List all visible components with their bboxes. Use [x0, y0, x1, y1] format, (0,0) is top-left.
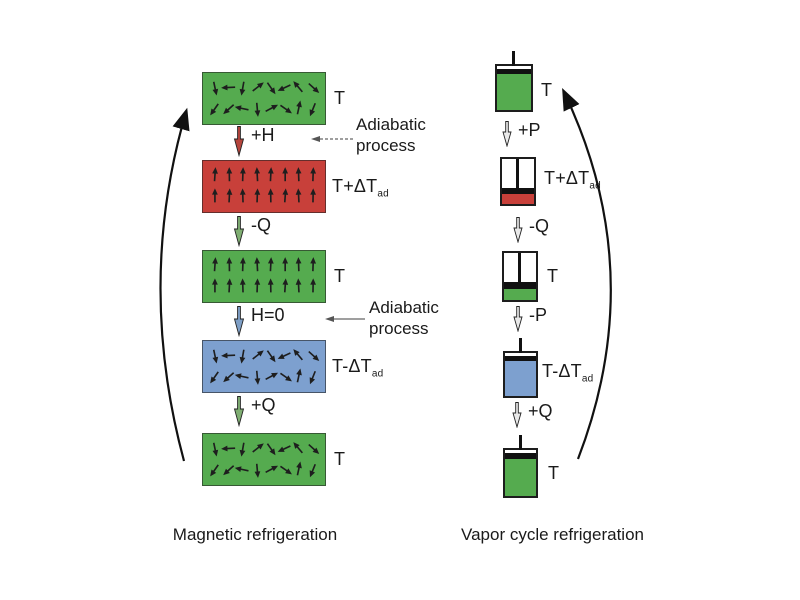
process-step-Q-minus: -Q — [232, 215, 271, 247]
stage-temp-label: T+ΔTad — [332, 176, 389, 200]
down-arrow-icon — [233, 216, 245, 247]
piston-plate-icon — [505, 356, 536, 361]
vapor-cylinder-4 — [503, 338, 538, 398]
piston-plate-icon — [504, 282, 536, 289]
process-step-Q-plus: +Q — [511, 401, 553, 428]
process-step-label: -Q — [529, 216, 549, 236]
piston-rod-icon — [518, 253, 521, 283]
down-arrow-icon — [233, 306, 245, 337]
adiabatic-annotation-1: Adiabatic process — [356, 115, 426, 155]
stage-temp-label: T — [334, 88, 346, 108]
spin-arrows-icon — [210, 349, 320, 385]
piston-rod-icon — [512, 51, 515, 66]
cycle-arrow-right-icon — [562, 88, 612, 460]
stage-temp-label: T-ΔTad — [542, 361, 594, 385]
magnetic-caption: Magnetic refrigeration — [172, 525, 338, 544]
piston-plate-icon — [505, 453, 536, 459]
stage-temp-label: T-ΔTad — [332, 356, 384, 380]
down-arrow-icon — [233, 396, 245, 427]
process-step-label: +Q — [251, 395, 276, 415]
process-step-H-zero: H=0 — [232, 305, 285, 337]
spin-arrows-icon — [210, 81, 320, 117]
process-step-Q-minus: -Q — [512, 216, 549, 243]
stage-temp-label: T — [547, 266, 559, 286]
piston-plate-icon — [497, 69, 531, 74]
stage-temp-label: T — [334, 266, 346, 286]
process-step-label: +P — [518, 120, 541, 140]
down-arrow-icon — [512, 402, 522, 428]
magnetic-stage-block-2 — [202, 160, 326, 213]
process-step-label: +Q — [528, 401, 553, 421]
piston-rod-icon — [516, 159, 519, 189]
vapor-cylinder-3 — [502, 251, 538, 302]
process-step-P-plus: +P — [501, 120, 541, 147]
stage-temp-label: T — [334, 449, 346, 469]
down-arrow-icon — [513, 306, 523, 332]
down-arrow-icon — [233, 126, 245, 157]
process-step-label: -Q — [251, 215, 271, 235]
process-step-H-plus: +H — [232, 125, 275, 157]
adiabatic-annotation-2: Adiabatic process — [369, 298, 439, 338]
cycle-arrow-left-icon — [159, 107, 190, 462]
piston-rod-icon — [518, 435, 522, 450]
down-arrow-icon — [513, 217, 523, 243]
stage-temp-label: T+ΔTad — [544, 168, 601, 192]
process-step-label: H=0 — [251, 305, 285, 325]
process-step-P-minus: -P — [512, 305, 547, 332]
stage-temp-label: T — [548, 463, 560, 483]
spin-arrows-icon — [210, 442, 320, 478]
spin-arrows-icon — [212, 167, 317, 203]
down-arrow-icon — [502, 121, 512, 147]
magnetic-stage-block-3 — [202, 250, 326, 303]
process-step-Q-plus: +Q — [232, 395, 276, 427]
vapor-cylinder-2 — [500, 157, 536, 206]
annotation-arrow-icon — [311, 136, 353, 142]
annotation-arrow-icon — [325, 316, 365, 322]
magnetic-stage-block-5 — [202, 433, 326, 486]
piston-rod-icon — [518, 338, 522, 353]
spin-arrows-icon — [212, 257, 317, 293]
piston-plate-icon — [502, 188, 534, 194]
magnetic-stage-block-1 — [202, 72, 326, 125]
process-step-label: +H — [251, 125, 275, 145]
stage-temp-label: T — [541, 80, 553, 100]
process-step-label: -P — [529, 305, 547, 325]
vapor-cylinder-1 — [495, 51, 533, 112]
magnetic-stage-block-4 — [202, 340, 326, 393]
vapor-cylinder-5 — [503, 435, 538, 498]
vapor-caption: Vapor cycle refrigeration — [461, 525, 644, 544]
